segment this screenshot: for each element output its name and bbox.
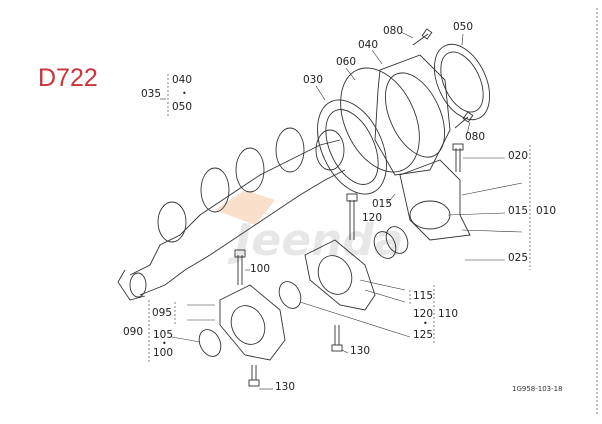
part-label-095: 095	[152, 307, 173, 319]
part-label-010: 010	[536, 205, 557, 217]
bolt-120	[349, 200, 355, 240]
part-label-035-050: 050	[172, 101, 193, 113]
part-label-120: 120	[362, 212, 383, 224]
part-label-080: 080	[383, 25, 404, 37]
part-label-115: 115	[413, 290, 434, 302]
bearing-metal-125	[278, 281, 302, 309]
part-label-100: 100	[153, 347, 174, 359]
part-label-105: 105	[153, 329, 174, 341]
part-label-040: 040	[358, 39, 379, 51]
part-label-090: 090	[123, 326, 144, 338]
separator-dot: •	[162, 339, 167, 348]
part-label-050: 050	[453, 21, 474, 33]
part-label-030: 030	[303, 74, 324, 86]
bolt-020	[455, 148, 461, 172]
part-label-020: 020	[508, 150, 529, 162]
part-label-025: 025	[508, 252, 529, 264]
part-label-035-040: 040	[172, 74, 193, 86]
bearing-case-040	[374, 54, 451, 176]
gasket-060	[340, 67, 420, 173]
oil-seal-050	[434, 43, 490, 121]
bolt-080-mid	[454, 116, 469, 129]
part-label-130: 130	[350, 345, 371, 357]
part-label-125: 125	[413, 329, 434, 341]
bolt-080-top	[412, 33, 429, 46]
part-label-060: 060	[336, 56, 357, 68]
part-label-130: 130	[275, 381, 296, 393]
bolt-130-bottom	[251, 365, 257, 380]
bearing-metal-025	[373, 231, 397, 259]
bolt-130-mid	[334, 325, 340, 345]
part-label-035: 035	[141, 88, 162, 100]
bearing-case-090	[219, 284, 286, 361]
bolt-100	[237, 255, 243, 285]
bearing-case-110	[304, 239, 376, 311]
separator-dot: •	[423, 319, 428, 328]
part-label-015: 015	[508, 205, 529, 217]
diagram-reference-code: 1G958-103-18	[512, 385, 563, 393]
part-label-110: 110	[438, 308, 459, 320]
gasket-030	[317, 99, 387, 195]
part-label-015: 015	[372, 198, 393, 210]
engine-model-title: D722	[38, 64, 98, 92]
bearing-case-010	[399, 159, 471, 241]
part-label-120: 120	[413, 308, 434, 320]
part-label-080: 080	[465, 131, 486, 143]
part-label-100: 100	[250, 263, 271, 275]
separator-dot: •	[182, 89, 187, 98]
bearing-metal-105	[198, 329, 222, 357]
leader-lines	[148, 8, 598, 415]
